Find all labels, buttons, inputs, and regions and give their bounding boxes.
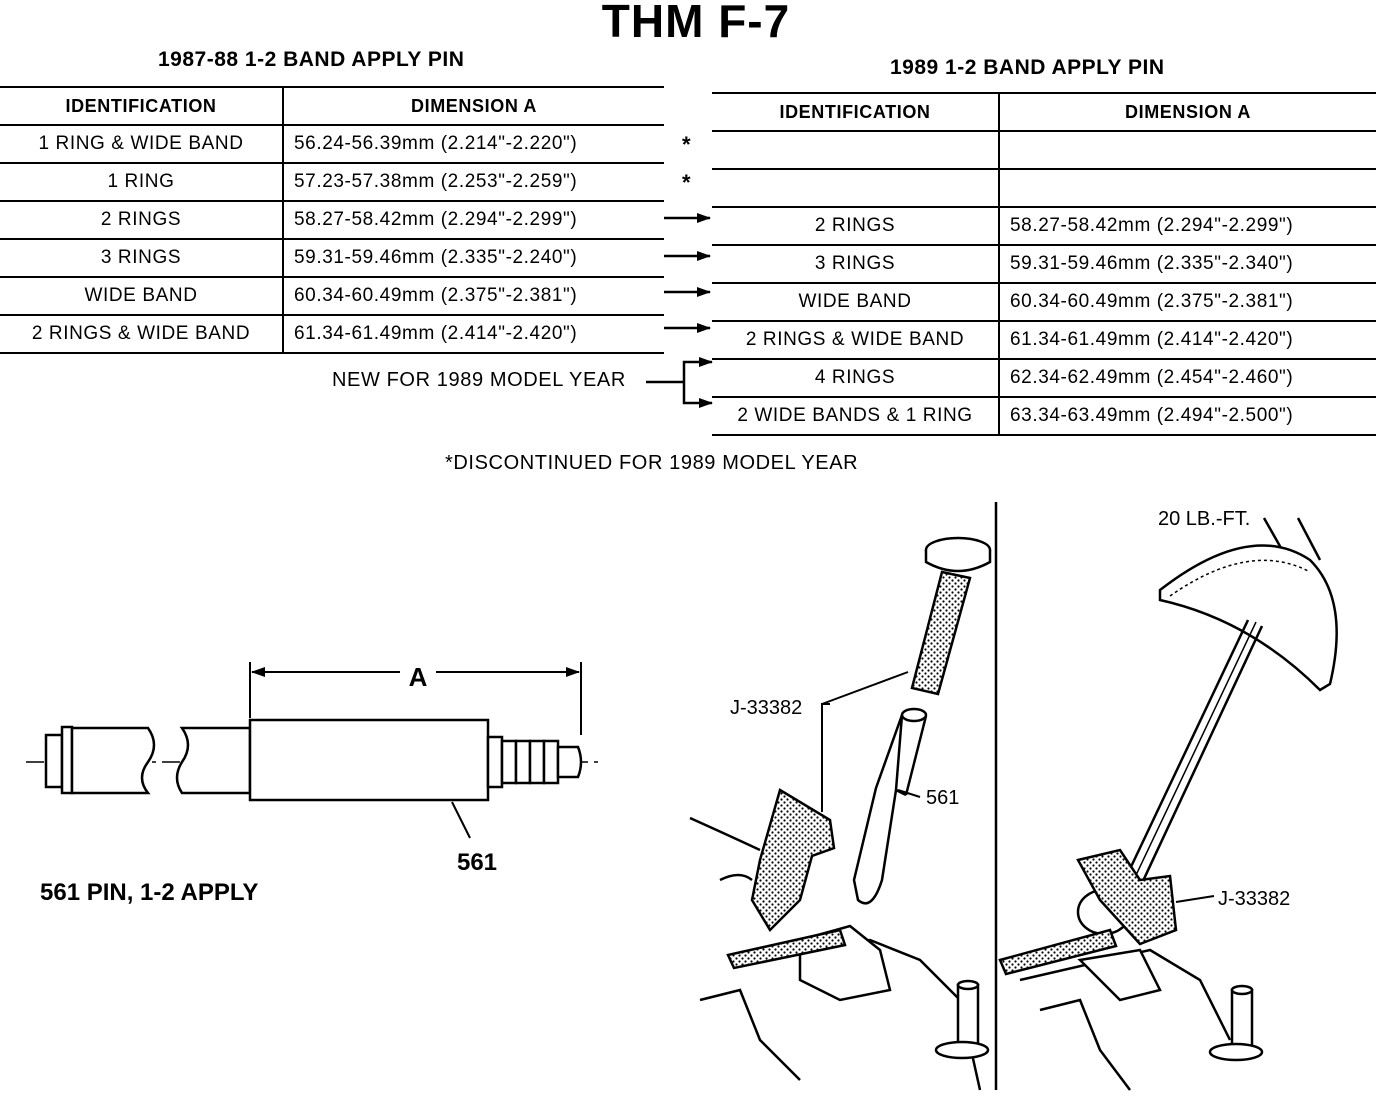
left-table-header-identification: IDENTIFICATION — [0, 87, 284, 125]
left-table-title: 1987-88 1-2 BAND APPLY PIN — [158, 48, 465, 71]
discontinued-note: *DISCONTINUED FOR 1989 MODEL YEAR — [445, 452, 859, 474]
right-cell-id — [712, 131, 1000, 169]
torque-wrench-illustration — [998, 517, 1338, 1091]
dimension-a-label: A — [409, 662, 428, 692]
right-cell-id: 2 RINGS — [712, 207, 1000, 245]
table-row: 2 RINGS & WIDE BAND 61.34-61.49mm (2.414… — [712, 321, 1376, 359]
left-cell-dim: 58.27-58.42mm (2.294"-2.299") — [294, 209, 578, 230]
left-cell-dim: 59.31-59.46mm (2.335"-2.240") — [294, 247, 578, 268]
table-row: 2 RINGS 58.27-58.42mm (2.294"-2.299") — [712, 207, 1376, 245]
tool-label-left: J-33382 — [730, 697, 802, 719]
table-row: WIDE BAND 60.34-60.49mm (2.375"-2.381") — [712, 283, 1376, 321]
pin-label: 561 — [926, 787, 959, 809]
right-cell-dim: 62.34-62.49mm (2.454"-2.460") — [1010, 367, 1294, 388]
tool-gauge-illustration — [689, 536, 992, 1091]
table-row: 3 RINGS 59.31-59.46mm (2.335"-2.340") — [712, 245, 1376, 283]
right-table-header-row: IDENTIFICATION DIMENSION A — [712, 93, 1376, 131]
table-row: 2 RINGS & WIDE BAND 61.34-61.49mm (2.414… — [0, 315, 664, 353]
left-cell-id: 1 RING — [0, 163, 284, 201]
right-cell-id: 2 RINGS & WIDE BAND — [712, 321, 1000, 359]
table-row — [712, 131, 1376, 169]
right-cell-id: 2 WIDE BANDS & 1 RING — [712, 397, 1000, 435]
right-table-header-dimension: DIMENSION A — [1125, 101, 1251, 122]
left-cell-dim: 56.24-56.39mm (2.214"-2.220") — [294, 133, 578, 154]
left-table-header-row: IDENTIFICATION DIMENSION A — [0, 87, 664, 125]
tool-label-right: J-33382 — [1218, 888, 1290, 910]
right-table-title: 1989 1-2 BAND APPLY PIN — [890, 56, 1165, 79]
table-row: 2 WIDE BANDS & 1 RING 63.34-63.49mm (2.4… — [712, 397, 1376, 435]
right-cell-dim: 58.27-58.42mm (2.294"-2.299") — [1010, 215, 1294, 236]
right-table: IDENTIFICATION DIMENSION A 2 RINGS 58.27… — [712, 92, 1376, 436]
left-cell-id: 3 RINGS — [0, 239, 284, 277]
new-for-1989-note: NEW FOR 1989 MODEL YEAR — [332, 369, 626, 391]
table-row: 3 RINGS 59.31-59.46mm (2.335"-2.240") — [0, 239, 664, 277]
right-cell-dim: 59.31-59.46mm (2.335"-2.340") — [1010, 253, 1294, 274]
right-cell-id: 3 RINGS — [712, 245, 1000, 283]
left-cell-id: WIDE BAND — [0, 277, 284, 315]
right-cell-id: 4 RINGS — [712, 359, 1000, 397]
left-table-header-dimension: DIMENSION A — [411, 95, 537, 116]
discontinued-marker: * — [682, 132, 691, 157]
dim-label-bg — [400, 660, 436, 688]
left-cell-dim: 60.34-60.49mm (2.375"-2.381") — [294, 285, 578, 306]
torque-label: 20 LB.-FT. — [1158, 508, 1250, 530]
right-cell-dim: 63.34-63.49mm (2.494"-2.500") — [1010, 405, 1294, 426]
new-model-bracket — [646, 357, 713, 408]
left-cell-id: 2 RINGS & WIDE BAND — [0, 315, 284, 353]
right-cell-id — [712, 169, 1000, 207]
pin-drawing — [26, 662, 600, 839]
table-row — [712, 169, 1376, 207]
right-cell-id: WIDE BAND — [712, 283, 1000, 321]
table-row: 1 RING & WIDE BAND 56.24-56.39mm (2.214"… — [0, 125, 664, 163]
discontinued-marker: * — [682, 170, 691, 195]
row-arrows — [664, 213, 711, 333]
left-table: IDENTIFICATION DIMENSION A 1 RING & WIDE… — [0, 86, 664, 354]
pin-part-number: 561 — [457, 849, 497, 876]
pin-caption: 561 PIN, 1-2 APPLY — [40, 879, 258, 906]
left-cell-dim: 61.34-61.49mm (2.414"-2.420") — [294, 323, 578, 344]
left-cell-dim: 57.23-57.38mm (2.253"-2.259") — [294, 171, 578, 192]
table-row: 1 RING 57.23-57.38mm (2.253"-2.259") — [0, 163, 664, 201]
right-cell-dim: 61.34-61.49mm (2.414"-2.420") — [1010, 329, 1294, 350]
right-table-header-identification: IDENTIFICATION — [712, 93, 1000, 131]
table-row: 4 RINGS 62.34-62.49mm (2.454"-2.460") — [712, 359, 1376, 397]
table-row: 2 RINGS 58.27-58.42mm (2.294"-2.299") — [0, 201, 664, 239]
left-cell-id: 1 RING & WIDE BAND — [0, 125, 284, 163]
left-cell-id: 2 RINGS — [0, 201, 284, 239]
right-cell-dim: 60.34-60.49mm (2.375"-2.381") — [1010, 291, 1294, 312]
page-title: THM F-7 — [601, 0, 791, 47]
table-row: WIDE BAND 60.34-60.49mm (2.375"-2.381") — [0, 277, 664, 315]
